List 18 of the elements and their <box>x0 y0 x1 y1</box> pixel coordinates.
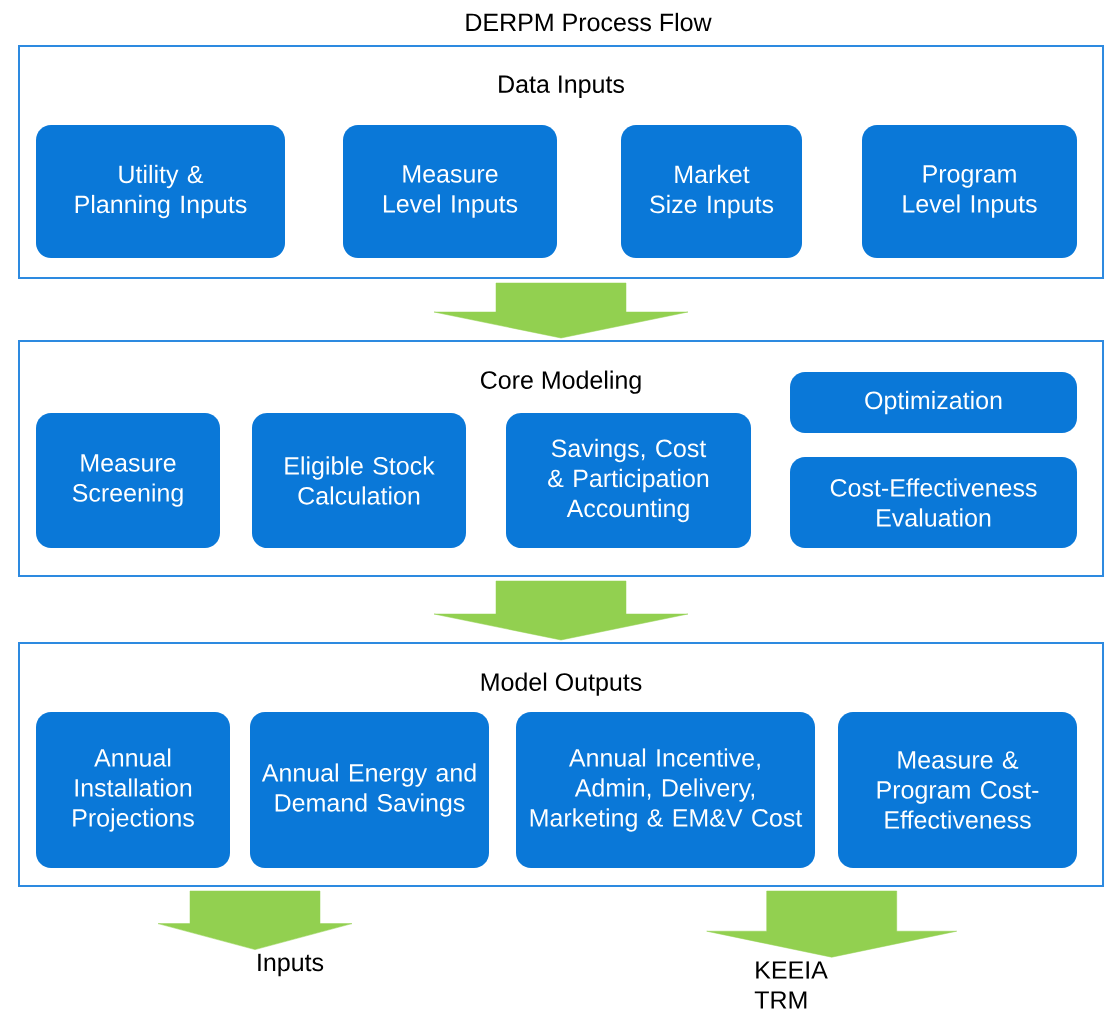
process-box: Measure Level Inputs <box>343 125 557 258</box>
block-arrow <box>706 890 957 958</box>
process-box: Market Size Inputs <box>621 125 802 258</box>
process-box: Utility & Planning Inputs <box>36 125 285 258</box>
process-box: Cost-Effectiveness Evaluation <box>790 457 1077 548</box>
process-box: Measure Screening <box>36 413 220 548</box>
process-box: Annual Installation Projections <box>36 712 230 868</box>
process-box: Program Level Inputs <box>862 125 1077 258</box>
output-label: Inputs <box>258 953 324 977</box>
block-arrow <box>157 890 353 950</box>
process-box: Annual Energy and Demand Savings <box>250 712 489 868</box>
process-box: Savings, Cost & Participation Accounting <box>506 413 751 548</box>
process-box: Optimization <box>790 372 1077 433</box>
process-box: Measure & Program Cost-Effectiveness <box>838 712 1077 868</box>
process-box: Eligible Stock Calculation <box>252 413 466 548</box>
output-label: KEEIA TRM <box>754 961 828 1009</box>
title: DERPM Process Flow <box>466 12 712 32</box>
process-box: Annual Incentive, Admin, Delivery, Marketing & EM&V Cost <box>516 712 815 868</box>
